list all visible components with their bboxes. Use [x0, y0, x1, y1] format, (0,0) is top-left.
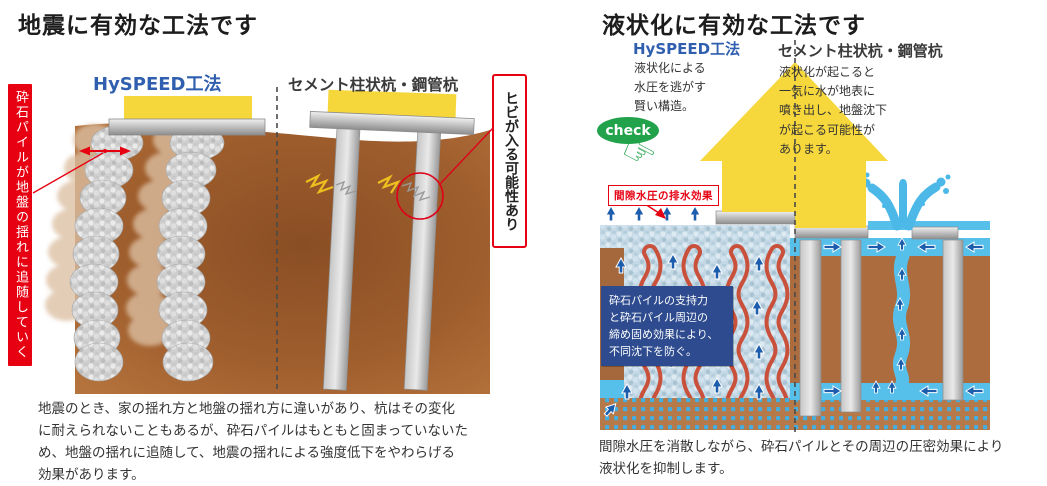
pore-water-drain-label: 間隙水圧の排水効果 [608, 185, 719, 206]
sway-arrow [32, 146, 131, 194]
right-panel-title: 液状化に有効な工法です [602, 13, 866, 39]
check-badge: check [597, 117, 659, 144]
gravel-piles [69, 125, 225, 382]
hyspeed-description: 液状化による 水圧を逃がす 賢い構造。 [634, 61, 707, 114]
gravel-pile-banner: 砕石パイルが地盤の揺れに追随していく [8, 84, 32, 366]
right-panel-caption: 間隙水圧を消散しながら、砕石パイルとその周辺の圧密効果により 液状化を抑制します… [599, 439, 1004, 477]
hyspeed-method-label-left: HySPEED工法 [93, 74, 222, 95]
left-building [108, 96, 266, 136]
cement-pile-side [305, 89, 494, 391]
crack-possibility-note: ヒビが入る可能性あり [492, 74, 527, 248]
drain-label-arrow [644, 203, 666, 219]
left-panel-title: 地震に有効な工法です [18, 13, 258, 39]
hyspeed-method-label-right: HySPEED工法 [633, 40, 741, 58]
cement-method-label-left: セメント柱状杭・鋼管杭 [288, 76, 459, 94]
cement-description: 液状化が起こると 一気に水が地表に 噴き出し、地盤沈下 が起こる可能性が ありま… [779, 65, 888, 156]
cement-cross-section [790, 172, 990, 430]
house-shape [700, 62, 888, 228]
water-fountain [857, 172, 951, 231]
cement-method-label-right: セメント柱状杭・鋼管杭 [778, 42, 943, 60]
left-panel-caption: 地震のとき、家の揺れ方と地盤の揺れ方に違いがあり、杭はその変化 に耐えられないこ… [38, 401, 468, 483]
support-effect-note: 砕石パイルの支持力 と砕石パイル周辺の 締め固め効果により、 不同沈下を防ぐ。 [601, 286, 733, 367]
